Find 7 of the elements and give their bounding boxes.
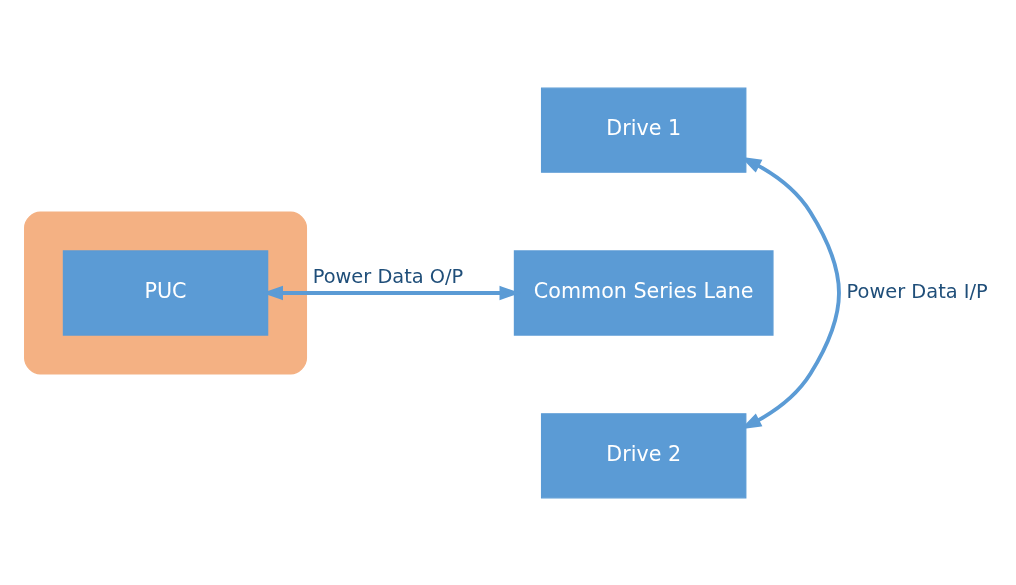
edge-label: Power Data O/P [312,264,464,288]
node-box: Common Series Lane [513,249,774,336]
cluster [24,211,308,374]
node-box: Drive 2 [540,412,747,498]
edge-label: Power Data I/P [846,279,988,303]
node-box: PUC [62,249,269,336]
node-box: Drive 1 [540,87,747,173]
